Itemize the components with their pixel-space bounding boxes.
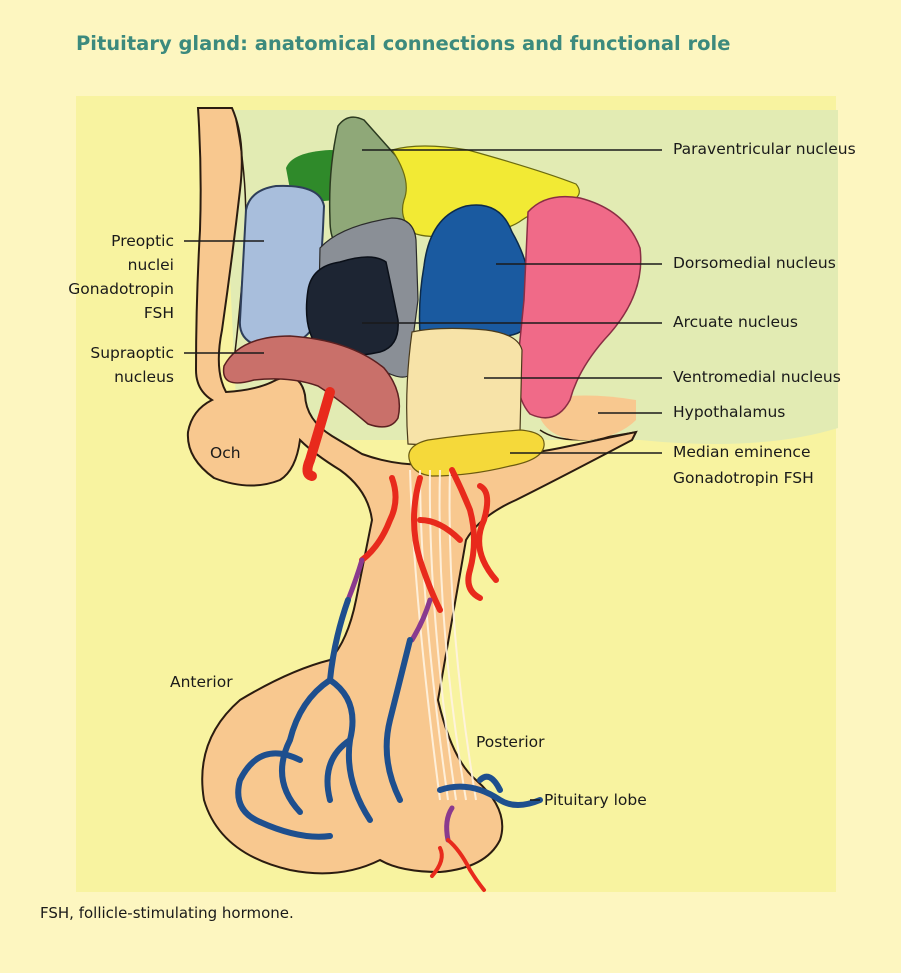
footnote: FSH, follicle-stimulating hormone. bbox=[40, 904, 294, 922]
